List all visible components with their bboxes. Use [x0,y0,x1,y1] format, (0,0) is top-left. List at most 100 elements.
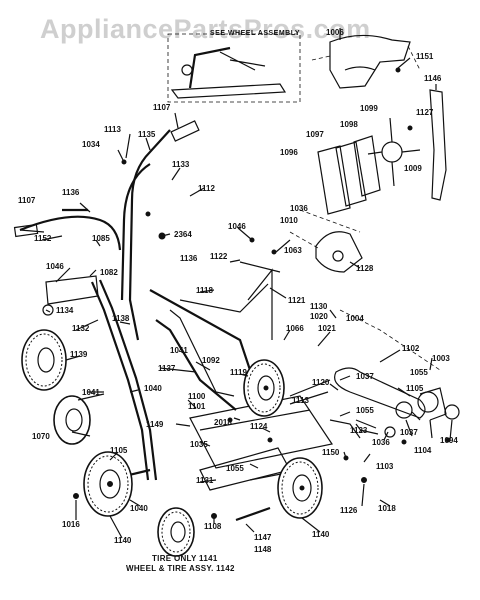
part-label: 1122 [210,252,228,261]
part-label: 1082 [100,268,118,277]
part-label: 1140 [114,536,132,545]
part-label: 1119 [230,368,247,377]
part-label: 1006 [326,28,344,37]
part-label: 1099 [360,104,378,113]
part-label: 1103 [376,462,394,471]
left-arm-assembly [42,275,158,481]
part-label: 1035 [190,440,208,449]
part-label: 1121 [288,296,306,305]
wheel-1139 [21,329,67,391]
part-label: 1124 [250,422,268,431]
part-label: 1037 [400,428,418,437]
center-frame [149,261,281,411]
part-label: 1108 [204,522,222,531]
watermark-text: AppliancePartsPros.com [40,14,371,44]
part-label: 1041 [82,388,100,397]
part-label: 1097 [306,130,324,139]
handle-frame [13,120,200,341]
part-label: 1036 [372,438,390,447]
part-label: 1152 [34,234,52,243]
leader-lines [19,28,453,539]
part-label: 1118 [196,286,213,295]
part-label: 1046 [46,262,64,271]
part-label: 1123 [350,426,368,435]
blade-guard-housing [311,34,421,89]
part-label: 1113 [292,396,309,405]
part-label: 1094 [440,436,458,445]
wheel-tire-assembly-caption: WHEEL & TIRE ASSY. 1142 [126,564,235,573]
wheel-tire-assembly [157,507,195,557]
part-label: 1066 [286,324,304,333]
part-label: 1131 [196,476,214,485]
part-label: 1003 [432,354,450,363]
part-label: 1133 [172,160,190,169]
part-label: 1104 [414,446,432,455]
part-label: 1137 [158,364,176,373]
part-label: 1055 [226,464,244,473]
part-label: 1020 [310,312,328,321]
part-label: 1139 [70,350,88,359]
part-label: 1146 [424,74,442,83]
wheel-1119 [243,359,285,417]
part-label: 1070 [32,432,50,441]
part-label: 1055 [356,406,374,415]
part-label: 1101 [188,402,206,411]
part-label: 1046 [228,222,246,231]
gear-housing [289,209,363,273]
spacer-plates [317,135,381,215]
part-label: 1135 [138,130,156,139]
part-label: 1134 [56,306,74,315]
part-label: 1100 [188,392,206,401]
wheel-1070 [53,395,91,445]
part-label: 1112 [198,184,215,193]
part-label: 1085 [92,234,110,243]
part-label: 1063 [284,246,302,255]
part-label: 1113 [104,125,121,134]
part-label: 1098 [340,120,358,129]
part-label: 1130 [310,302,328,311]
part-label: 1149 [146,420,164,429]
inset-label: SEE WHEEL ASSEMBLY [210,30,301,37]
part-label: 1021 [318,324,336,333]
part-label: 2364 [174,230,192,239]
part-label: 1136 [180,254,198,263]
blade [429,89,447,201]
part-label: 1120 [312,378,330,387]
part-label: 1105 [110,446,128,455]
part-label: 1040 [144,384,162,393]
part-label: 1004 [346,314,364,323]
impeller-fan [367,117,421,187]
part-label: 1107 [18,196,36,205]
part-label: 1092 [202,356,220,365]
wheel-1140-right [277,457,323,519]
part-label: 1128 [356,264,374,273]
part-label: 1096 [280,148,298,157]
part-label: 1102 [402,344,420,353]
part-label: 1147 [254,533,272,542]
tire-only-caption: TIRE ONLY 1141 [152,554,218,563]
part-label: 1107 [153,103,171,112]
inset-wheel-assembly-box [167,33,301,103]
part-label: 2018 [214,418,232,427]
part-label: 1151 [416,52,434,61]
part-label: 1148 [254,545,272,554]
part-label: 1016 [62,520,80,529]
part-label: 1136 [62,188,80,197]
wheel-1140-left [83,451,133,517]
part-label: 1009 [404,164,422,173]
part-label: 1150 [322,448,340,457]
part-label: 1037 [356,372,374,381]
part-label: 1055 [410,368,428,377]
part-label: 1034 [82,140,100,149]
part-label: 1138 [112,314,130,323]
part-label: 1018 [378,504,396,513]
part-label: 1127 [416,108,434,117]
part-label: 1041 [170,346,188,355]
part-label: 1040 [130,504,148,513]
part-label: 1132 [72,324,90,333]
drive-belt [289,309,460,439]
part-label: 1036 [290,204,308,213]
part-label: 1010 [280,216,298,225]
fasteners [73,67,451,519]
